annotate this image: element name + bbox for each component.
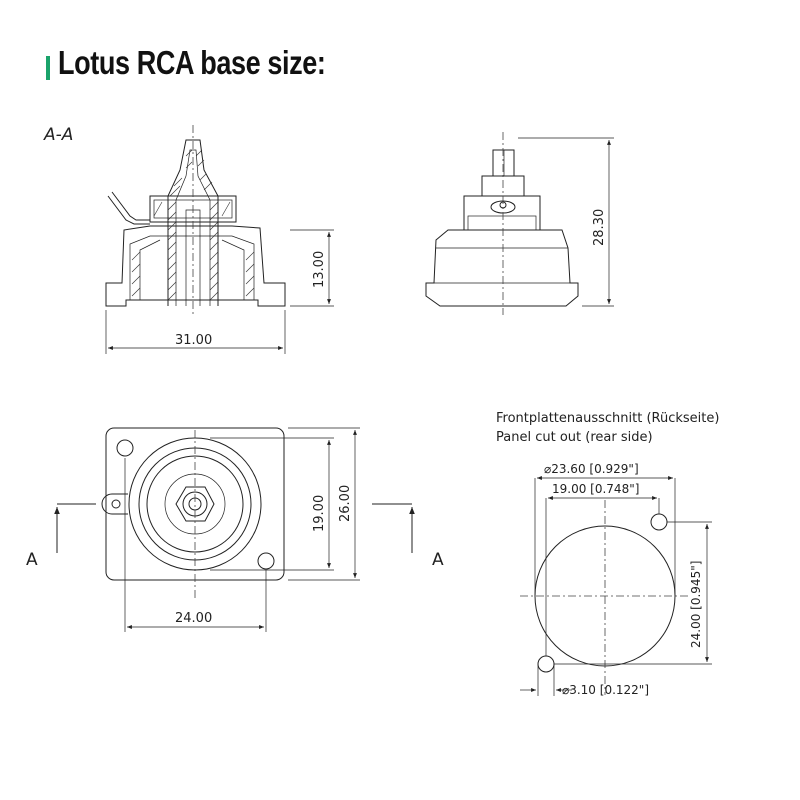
section-mark-right: A xyxy=(432,550,444,570)
cutout-dim-height: 24.00 [0.945"] xyxy=(689,561,703,648)
front-dim-height: 28.30 xyxy=(592,209,607,246)
cutout-title-de: Frontplattenausschnitt (Rückseite) xyxy=(496,411,719,426)
side-dim-width: 31.00 xyxy=(175,333,212,348)
title-accent-bar xyxy=(46,56,50,80)
cutout-dim-hole: ⌀3.10 [0.122"] xyxy=(562,683,649,697)
section-label: A-A xyxy=(43,125,73,145)
face-dim-width: 24.00 xyxy=(175,611,212,626)
face-dim-outer: 26.00 xyxy=(338,485,353,522)
cutout-dim-diameter: ⌀23.60 [0.929"] xyxy=(544,462,639,476)
cutout-title-en: Panel cut out (rear side) xyxy=(496,430,653,445)
front-view xyxy=(425,132,614,315)
face-view xyxy=(54,427,415,632)
side-dim-height: 13.00 xyxy=(312,251,327,288)
face-dim-inner: 19.00 xyxy=(312,495,327,532)
section-mark-left: A xyxy=(26,550,38,570)
cutout-view xyxy=(520,476,712,696)
section-view xyxy=(105,125,334,354)
page-title: Lotus RCA base size: xyxy=(58,44,326,81)
cutout-dim-width: 19.00 [0.748"] xyxy=(552,482,639,496)
